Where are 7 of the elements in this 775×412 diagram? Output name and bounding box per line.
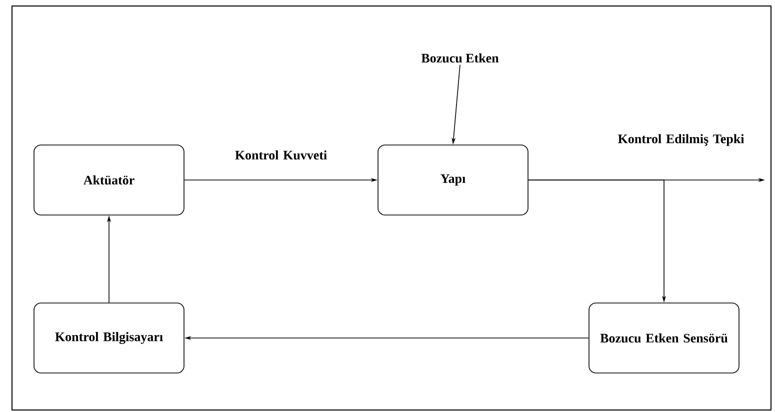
process-box: Aktüatör [34,144,184,216]
edge-label: Kontrol Edilmiş Tepki [618,134,744,146]
input-label: Bozucu Etken [421,53,499,63]
process-box: Bozucu Etken Sensörü [588,302,740,374]
process-box: Yapı [378,144,528,216]
edge-label: Kontrol Kuvveti [235,150,327,160]
process-box: Kontrol Bilgisayarı [34,302,184,374]
